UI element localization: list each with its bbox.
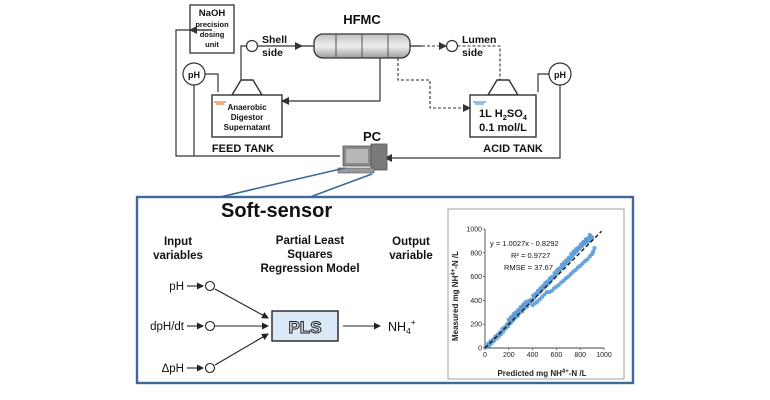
rmse-value: RMSE = 37.67 — [504, 263, 553, 272]
x-axis-label: Predicted mg NH4+-N /L — [497, 369, 586, 378]
soft-sensor-title: Soft-sensor — [221, 200, 332, 222]
naoh-label-line4: unit — [205, 40, 219, 49]
regression-equation: y = 1.0027x - 0.8292 — [490, 239, 559, 248]
x-tick-label: 0 — [483, 352, 487, 359]
data-point — [537, 290, 542, 295]
pc-computer: PC — [337, 129, 388, 174]
data-point — [523, 300, 528, 305]
lumen-side-label-line1: Lumen — [462, 34, 496, 46]
dashed-piping — [397, 42, 501, 112]
data-point — [570, 254, 575, 259]
pls-label: PLS — [288, 318, 321, 337]
y-tick-label: 800 — [470, 250, 482, 257]
pc-tower-icon — [370, 143, 388, 171]
naoh-label-line3: dosing — [200, 30, 225, 39]
process-schematic: NaOH precision dosing unit pH pH Anaerob… — [175, 4, 572, 198]
acid-tank-caption: ACID TANK — [483, 143, 543, 155]
input-label-deltaph: ΔpH — [162, 363, 184, 375]
data-point — [587, 232, 592, 238]
naoh-label-line2: precision — [195, 20, 229, 29]
data-point — [584, 237, 589, 242]
y-tick-label: 1000 — [466, 227, 482, 234]
data-point — [506, 323, 511, 329]
tick-labels: 0 200 400 600 800 1000 0 200 400 600 800 1000 — [466, 227, 611, 360]
ph-label-right: pH — [554, 70, 566, 80]
plot-area — [483, 229, 604, 350]
feed-tank-label-line3: Supernatant — [224, 123, 271, 132]
model-label-line2: Squares — [287, 249, 332, 261]
data-point — [581, 241, 586, 246]
trendline — [484, 230, 603, 349]
shell-side-label-line2: side — [262, 47, 283, 59]
model-label-line1: Partial Least — [276, 235, 345, 247]
input-variables-label-line1: Input — [164, 236, 192, 248]
hfmc-label: HFMC — [343, 12, 381, 27]
data-point — [567, 257, 573, 262]
output-variable-label-line2: variable — [389, 250, 432, 262]
feed-tank: Anaerobic Digestor Supernatant FEED TANK — [211, 79, 283, 155]
input-variables-label-line2: variables — [153, 250, 203, 262]
data-point — [509, 314, 514, 320]
data-point — [501, 329, 506, 334]
naoh-title: NaOH — [199, 8, 226, 19]
data-point — [591, 249, 596, 254]
parity-scatter-chart: 0 200 400 600 800 1000 0 200 400 600 800 1000 Predi… — [447, 208, 625, 380]
feed-tank-label-line1: Anaerobic — [227, 103, 267, 112]
feed-tank-caption: FEED TANK — [212, 143, 274, 155]
naoh-dosing-unit: NaOH precision dosing unit — [189, 4, 235, 54]
data-point — [516, 307, 521, 313]
x-tick-label: 1000 — [596, 352, 612, 359]
r-squared: R² = 0.9727 — [511, 251, 550, 260]
data-point — [546, 281, 551, 286]
ph-sensor-right: pH — [548, 62, 572, 86]
input-delta-pH: ΔpH — [162, 362, 216, 375]
input-dpH-dt: dpH/dt — [150, 320, 216, 333]
input-label-ph: pH — [169, 281, 184, 293]
shell-side-pump: Shell side — [245, 34, 287, 59]
x-tick-label: 800 — [574, 352, 586, 359]
y-tick-label: 0 — [478, 346, 482, 353]
feed-tank-label-line2: Digestor — [231, 113, 263, 122]
output-variable-label-line1: Output — [392, 236, 430, 248]
ph-sensor-left: pH — [182, 62, 206, 86]
y-tick-label: 200 — [470, 322, 482, 329]
callout-line — [219, 167, 346, 198]
x-tick-label: 200 — [503, 352, 515, 359]
input-label-dphdt: dpH/dt — [150, 321, 185, 333]
input-node-deltaph — [204, 362, 216, 374]
y-axis-label: Measured mg NH4+-N /L — [451, 251, 460, 341]
pls-model-box: PLS — [271, 310, 339, 342]
output-nh4: NH4+ — [388, 317, 416, 336]
model-label-line3: Regression Model — [260, 263, 359, 275]
input-arrows — [214, 288, 269, 366]
acid-tank: 1L H2SO4 0.1 mol/L ACID TANK — [469, 79, 543, 155]
lumen-side-label-line2: side — [462, 47, 483, 59]
x-tick-label: 400 — [527, 352, 539, 359]
ph-label-left: pH — [188, 70, 200, 80]
acid-tank-label-line2: 0.1 mol/L — [479, 122, 527, 134]
y-tick-label: 600 — [470, 274, 482, 281]
shell-side-label-line1: Shell — [262, 34, 287, 46]
y-tick-label: 400 — [470, 298, 482, 305]
hfmc-module: HFMC — [302, 12, 422, 59]
data-point — [592, 245, 597, 251]
pc-keyboard-icon — [337, 167, 375, 174]
data-point — [547, 289, 552, 295]
solid-piping — [175, 26, 561, 162]
soft-sensor-panel: Soft-sensor Input variables Partial Leas… — [135, 195, 635, 385]
input-pH: pH — [169, 280, 216, 293]
lumen-side-pump: Lumen side — [445, 34, 496, 59]
pc-label: PC — [363, 129, 382, 144]
data-point — [585, 257, 590, 262]
acid-tank-label-line1: 1L H2SO4 — [479, 108, 528, 122]
x-tick-label: 600 — [551, 352, 563, 359]
input-node-dphdt — [204, 320, 216, 332]
input-node-ph — [204, 280, 216, 292]
